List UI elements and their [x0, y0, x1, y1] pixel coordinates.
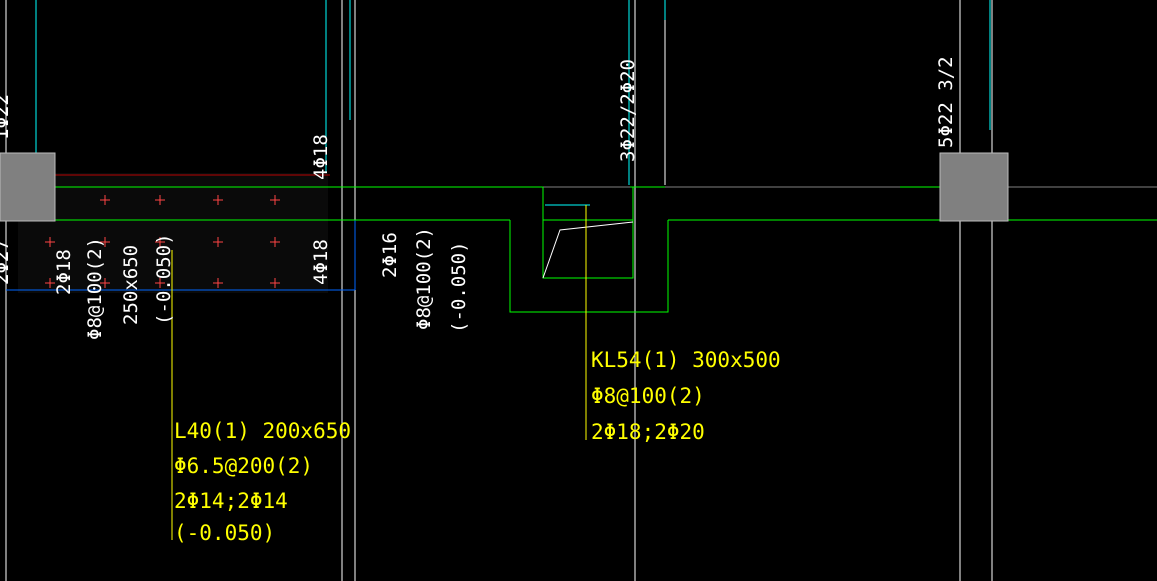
- beam-left-size: 250x650: [120, 245, 142, 325]
- beam-left-bottom-bars: 2Φ18: [53, 249, 75, 295]
- l40-line-1: L40(1) 200x650: [174, 419, 351, 443]
- l40-label-block: L40(1) 200x650 Φ6.5@200(2) 2Φ14;2Φ14 (-0…: [174, 419, 351, 545]
- section-outline: [509, 220, 669, 313]
- left-edge-top-label: 1Φ22: [0, 94, 13, 140]
- kl54-section: [509, 187, 669, 313]
- column-mid-rebar: 3Φ22/2Φ20: [617, 59, 639, 162]
- left-edge-bottom-label: 2Φ27: [0, 239, 13, 285]
- beam-mid-stirrup: Φ8@100(2): [413, 227, 435, 330]
- beam-left-region: [6, 173, 356, 293]
- beam-mid-elevation: (-0.050): [448, 241, 470, 333]
- column-left[interactable]: [0, 152, 56, 222]
- column-right[interactable]: [939, 152, 1009, 222]
- l40-line-3: 2Φ14;2Φ14: [174, 489, 288, 513]
- kl54-line-2: Φ8@100(2): [591, 384, 705, 408]
- l40-line-4: (-0.050): [174, 521, 275, 545]
- beam-left-bottom-rebar: 4Φ18: [310, 239, 332, 285]
- beam-left-stirrup: Φ8@100(2): [84, 237, 106, 340]
- column-right-rebar: 5Φ22 3/2: [935, 56, 957, 148]
- kl54-label-block: KL54(1) 300x500 Φ8@100(2) 2Φ18;2Φ20: [591, 348, 781, 444]
- beam-mid-bottom-bars: 2Φ16: [379, 232, 401, 278]
- l40-line-2: Φ6.5@200(2): [174, 454, 313, 478]
- section-inner: [542, 187, 634, 279]
- kl54-line-3: 2Φ18;2Φ20: [591, 420, 705, 444]
- beam-fill: [18, 173, 328, 293]
- kl54-line-1: KL54(1) 300x500: [591, 348, 781, 372]
- beam-left-top-rebar: 4Φ18: [310, 134, 332, 180]
- section-profile: [542, 221, 634, 279]
- beam-left-elevation: (-0.050): [153, 233, 175, 325]
- rotated-annotations: 1Φ22 2Φ27 4Φ18 4Φ18 2Φ18 Φ8@100(2) 250x6…: [0, 56, 957, 340]
